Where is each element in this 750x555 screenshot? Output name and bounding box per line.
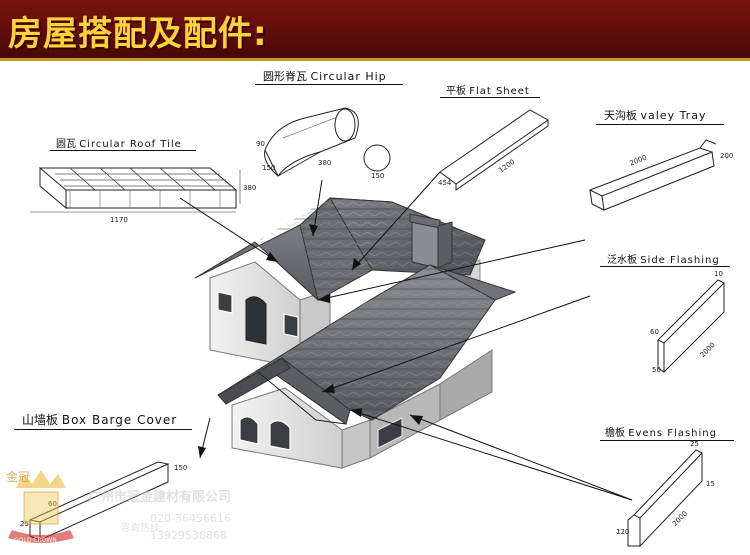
label-rule-evens-flashing (600, 440, 734, 441)
round-hip-dim-d: 150 (371, 172, 384, 180)
leader-evens-flashing-a (409, 414, 633, 501)
round-hip-dim-b: 150 (262, 164, 275, 172)
round-hip-cn: 圆形脊瓦 (263, 70, 307, 83)
watermark-phone1: 020-36456616 (150, 512, 231, 525)
side-flashing-drawing: 10 60 2000 50 (650, 270, 725, 374)
leader-evens-flashing-b (349, 409, 633, 501)
evens-flashing-dim-b: 15 (706, 480, 715, 488)
leader-arrowheads (198, 224, 423, 458)
side-flashing-dim-b: 60 (650, 328, 659, 336)
roof-tile-dim-width: 380 (243, 184, 256, 192)
flat-sheet-cn: 平板 (446, 86, 466, 97)
house-illustration (194, 197, 517, 469)
watermark-brand: 金冠 (6, 470, 31, 484)
round-hip-en: Circular Hip (310, 70, 387, 83)
valley-tray-dim-b: 200 (720, 152, 733, 160)
label-rule-side-flashing (600, 266, 730, 267)
label-rule-round-hip (255, 84, 403, 85)
evens-flashing-dim-c: 120 (616, 528, 629, 536)
flat-sheet-dim-b: 1200 (497, 158, 516, 175)
label-roof-tile: 圆瓦 Circular Roof Tile (56, 135, 182, 150)
watermark-phone2: 13929538868 (150, 529, 227, 542)
header-rule (0, 58, 750, 61)
label-valley-tray: 天沟板 valey Tray (604, 107, 706, 123)
label-flat-sheet: 平板 Flat Sheet (446, 82, 530, 97)
roof-tile-dim-length: 1170 (110, 216, 128, 224)
barge-cover-dim-a: 150 (174, 464, 187, 472)
barge-cover-cn: 山墙板 (22, 413, 59, 427)
label-rule-barge-cover (14, 429, 192, 430)
valley-tray-drawing: 2000 200 (588, 139, 733, 211)
side-flashing-dim-c: 2000 (699, 341, 717, 359)
leader-valley-tray (317, 239, 586, 301)
page-title: 房屋搭配及配件: (8, 14, 268, 54)
label-barge-cover: 山墙板 Box Barge Cover (22, 411, 177, 428)
header-bar: 房屋搭配及配件: (0, 0, 750, 58)
label-evens-flashing: 檐板 Evens Flashing (605, 424, 717, 439)
round-hip-dim-a: 90 (256, 140, 265, 148)
flat-sheet-en: Flat Sheet (469, 86, 530, 97)
roof-tile-en: Circular Roof Tile (79, 139, 182, 150)
evens-flashing-dim-d: 2000 (671, 510, 689, 528)
label-rule-valley-tray (596, 124, 724, 125)
flat-sheet-dim-a: 454 (438, 179, 452, 187)
valley-tray-dim-a: 2000 (628, 154, 648, 168)
valley-tray-cn: 天沟板 (604, 109, 637, 122)
label-rule-flat-sheet (440, 97, 540, 98)
leader-side-flashing (321, 295, 591, 393)
barge-cover-dim-b: 60 (48, 500, 57, 508)
watermark-logo-text: GOLD CROWN (14, 537, 57, 544)
label-round-hip: 圆形脊瓦 Circular Hip (263, 68, 387, 84)
leader-lines (179, 171, 633, 501)
round-hip-drawing: 90 150 380 150 (256, 107, 391, 180)
label-side-flashing: 泛水板 Side Flashing (607, 251, 720, 266)
evens-flashing-drawing: 25 15 120 2000 (616, 440, 715, 548)
evens-flashing-cn: 檐板 (605, 428, 625, 439)
flat-sheet-drawing: 454 1200 (438, 109, 549, 191)
side-flashing-cn: 泛水板 (607, 255, 637, 266)
watermark-company: 广州市冠金建材有限公司 (88, 490, 232, 505)
evens-flashing-dim-a: 25 (690, 440, 699, 448)
round-hip-dim-c: 380 (318, 159, 331, 167)
roof-tile-drawing: 1170 380 (30, 167, 256, 224)
watermark-hotline: 咨询热线: (120, 523, 164, 534)
label-rule-roof-tile (50, 150, 196, 151)
leader-flat-sheet (351, 171, 441, 271)
barge-cover-en: Box Barge Cover (61, 413, 178, 427)
side-flashing-en: Side Flashing (640, 255, 720, 266)
evens-flashing-en: Evens Flashing (628, 428, 717, 439)
leader-roof-tile (179, 197, 279, 263)
gold-crown-logo (8, 470, 74, 543)
roof-tile-cn: 圆瓦 (56, 139, 76, 150)
side-flashing-dim-d: 50 (652, 366, 661, 374)
valley-tray-en: valey Tray (640, 109, 707, 122)
side-flashing-dim-a: 10 (714, 270, 723, 278)
